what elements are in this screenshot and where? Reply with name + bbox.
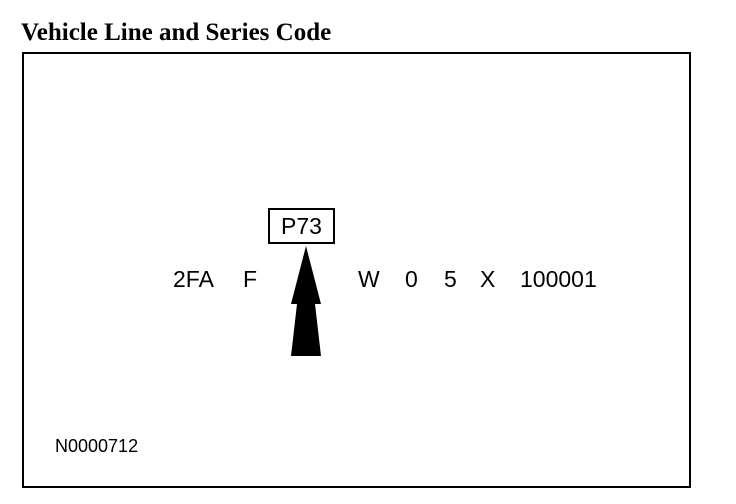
vin-segment-restraint: F [243, 266, 258, 292]
reference-code: N0000712 [55, 436, 139, 456]
diagram-title: Vehicle Line and Series Code [21, 19, 332, 46]
vin-segment-check-digit: 0 [405, 266, 418, 292]
vin-segment-wmi: 2FA [173, 266, 214, 292]
vin-segment-model-year: 5 [444, 266, 457, 292]
diagram-frame: 2FA F P73 W 0 5 X 100001 N0000712 [22, 52, 691, 488]
vin-segment-engine: W [358, 266, 380, 292]
up-arrow-icon [291, 246, 321, 356]
vin-segment-line-series: P73 [281, 213, 322, 239]
vin-segment-serial: 100001 [520, 266, 597, 292]
vin-segment-plant: X [480, 266, 496, 292]
vin-highlight-box: P73 [268, 208, 335, 244]
